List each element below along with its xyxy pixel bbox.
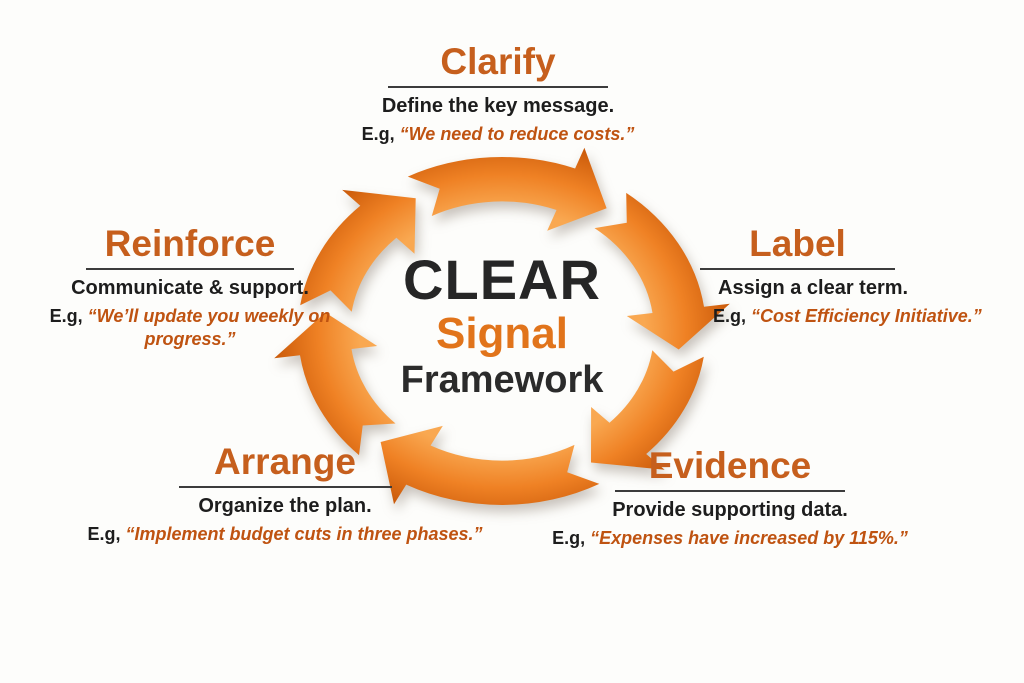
section-reinforce-description: Communicate & support. (71, 276, 309, 299)
section-clarify: Clarify Define the key message. E.g, “We… (342, 41, 654, 146)
example-prefix: E.g, (361, 123, 395, 144)
example-prefix: E.g, (713, 305, 747, 326)
center-title-clear: CLEAR (403, 248, 601, 311)
section-evidence-example: E.g, “Expenses have increased by 115%.” (550, 527, 910, 550)
section-label: Label Assign a clear term. E.g, “Cost Ef… (700, 223, 1010, 328)
arrow-segment-4 (380, 425, 600, 505)
arrow-segment-3 (591, 350, 704, 470)
arrow-segment-6 (300, 189, 416, 312)
section-arrange-title: Arrange (214, 441, 356, 482)
center-title-signal: Signal (435, 309, 569, 358)
example-quote: “Cost Efficiency Initiative.” (751, 305, 982, 326)
section-arrange: Arrange Organize the plan. E.g, “Impleme… (75, 441, 495, 546)
section-label-example: E.g, “Cost Efficiency Initiative.” (700, 305, 1010, 328)
arrow-segment-2 (594, 192, 730, 350)
section-clarify-underline (388, 85, 608, 88)
section-evidence-title: Evidence (648, 445, 812, 486)
section-evidence: Evidence Provide supporting data. E.g, “… (550, 445, 910, 550)
example-quote: “We’ll update you weekly on progress.” (87, 305, 331, 350)
section-arrange-description: Organize the plan. (198, 494, 372, 517)
example-quote: “Expenses have increased by 115%.” (590, 527, 908, 548)
section-clarify-example: E.g, “We need to reduce costs.” (342, 123, 654, 146)
example-quote: “We need to reduce costs.” (399, 123, 635, 144)
section-arrange-example: E.g, “Implement budget cuts in three pha… (75, 523, 495, 546)
section-label-title: Label (749, 223, 846, 264)
example-quote: “Implement budget cuts in three phases.” (125, 523, 483, 544)
section-clarify-title: Clarify (440, 41, 556, 82)
arrow-segment-5 (274, 312, 396, 456)
section-evidence-description: Provide supporting data. (612, 498, 848, 521)
section-reinforce-underline (86, 267, 294, 270)
section-label-underline (700, 267, 895, 270)
section-clarify-description: Define the key message. (381, 94, 615, 117)
section-reinforce-example: E.g, “We’ll update you weekly on progres… (37, 305, 343, 352)
section-evidence-underline (615, 489, 845, 492)
section-reinforce-title: Reinforce (104, 223, 276, 264)
example-prefix: E.g, (49, 305, 83, 326)
section-arrange-underline (178, 485, 392, 488)
center-title: CLEAR Signal Framework (352, 248, 652, 401)
section-reinforce: Reinforce Communicate & support. E.g, “W… (50, 223, 331, 351)
example-prefix: E.g, (87, 523, 121, 544)
section-label-description: Assign a clear term. (718, 276, 909, 299)
example-prefix: E.g, (552, 527, 586, 548)
center-title-framework: Framework (400, 359, 604, 401)
arrow-segment-1 (407, 147, 607, 231)
